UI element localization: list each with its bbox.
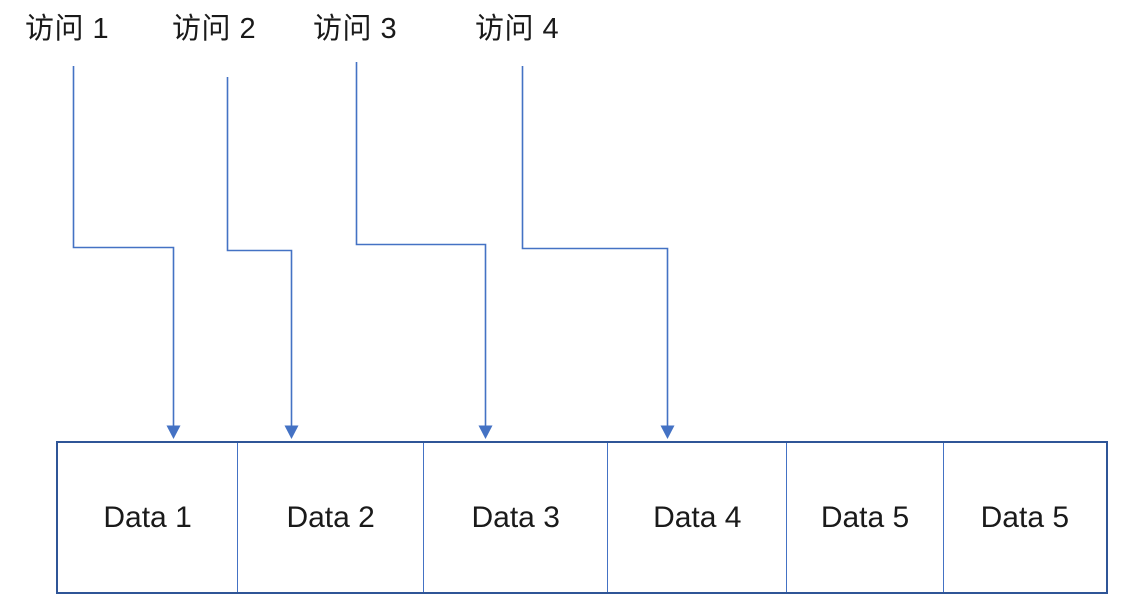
access-label-4: 访问 4 (475, 13, 560, 45)
connector-access-2 (226, 77, 293, 426)
access-label-1: 访问 1 (25, 13, 110, 45)
access-label-3: 访问 3 (313, 13, 398, 45)
connector-access-1 (72, 66, 175, 426)
connector-4-arrowhead-icon (660, 425, 675, 439)
connector-3-arrowhead-icon (478, 425, 493, 439)
data-cell-3: Data 3 (424, 443, 609, 592)
data-cell-6: Data 5 (980, 500, 1070, 534)
data-cell-5: Data 5 (787, 443, 944, 592)
data-array-box: Data 1 Data 2 Data 3 Data 4 Data 5 Data … (56, 441, 1108, 594)
connector-2-arrowhead-icon (284, 425, 299, 439)
connector-access-4 (521, 66, 669, 426)
data-cell-4: Data 4 (608, 443, 788, 592)
access-label-2: 访问 2 (172, 13, 257, 45)
data-cell-2: Data 2 (238, 443, 425, 592)
connector-1-arrowhead-icon (166, 425, 181, 439)
connector-access-3 (355, 62, 487, 426)
data-cell-1: Data 1 (58, 443, 239, 592)
